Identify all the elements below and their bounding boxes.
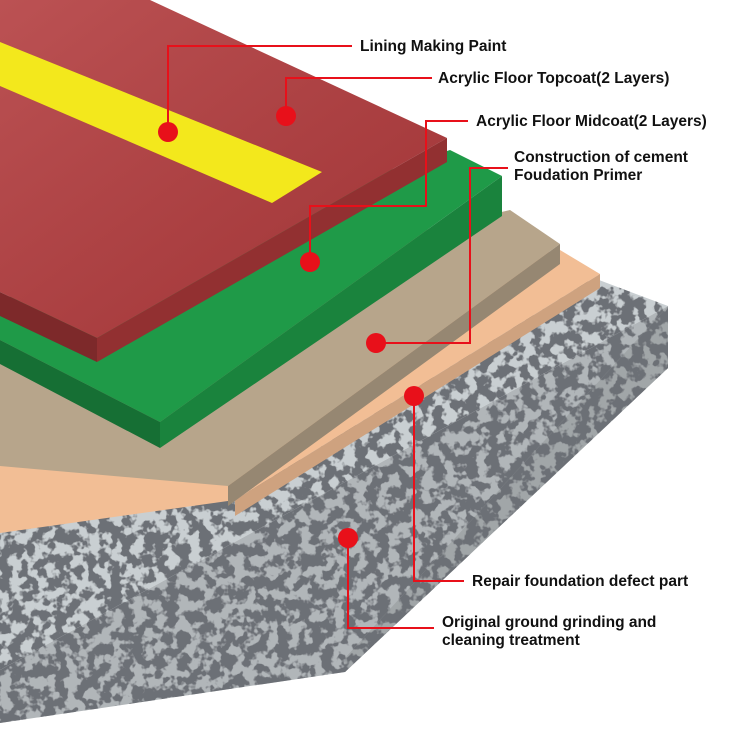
dot-ground bbox=[338, 528, 358, 548]
label-repair: Repair foundation defect part bbox=[472, 573, 688, 590]
midcoat-layer bbox=[0, 150, 502, 448]
lining-stripe bbox=[0, 42, 322, 203]
label-primer: Construction of cement Foudation Primer bbox=[514, 149, 692, 184]
leader-lines bbox=[167, 45, 508, 629]
dot-midcoat bbox=[300, 252, 320, 272]
label-midcoat: Acrylic Floor Midcoat(2 Layers) bbox=[476, 113, 707, 130]
label-topcoat: Acrylic Floor Topcoat(2 Layers) bbox=[438, 70, 669, 87]
leader-topcoat bbox=[285, 77, 432, 116]
label-ground: Original ground grinding and cleaning tr… bbox=[442, 614, 661, 649]
primer-front-face bbox=[228, 244, 560, 506]
labels: Lining Making Paint Acrylic Floor Topcoa… bbox=[360, 38, 707, 649]
dot-primer bbox=[366, 333, 386, 353]
midcoat-front-face bbox=[160, 176, 502, 448]
midcoat-left-face bbox=[0, 340, 160, 448]
ground-front-face bbox=[0, 306, 668, 723]
leader-midcoat bbox=[309, 120, 468, 262]
dot-repair bbox=[404, 386, 424, 406]
topcoat-left-face bbox=[0, 292, 97, 362]
dot-topcoat bbox=[276, 106, 296, 126]
topcoat-front-face bbox=[97, 138, 447, 362]
label-lining: Lining Making Paint bbox=[360, 38, 506, 55]
lining-layer bbox=[0, 42, 322, 203]
leader-ground bbox=[347, 538, 434, 629]
leader-lining bbox=[167, 45, 352, 132]
leader-primer bbox=[376, 167, 508, 344]
dot-lining bbox=[158, 122, 178, 142]
leader-repair bbox=[413, 396, 464, 582]
midcoat-top-face bbox=[0, 150, 502, 422]
marker-dots bbox=[158, 106, 424, 548]
